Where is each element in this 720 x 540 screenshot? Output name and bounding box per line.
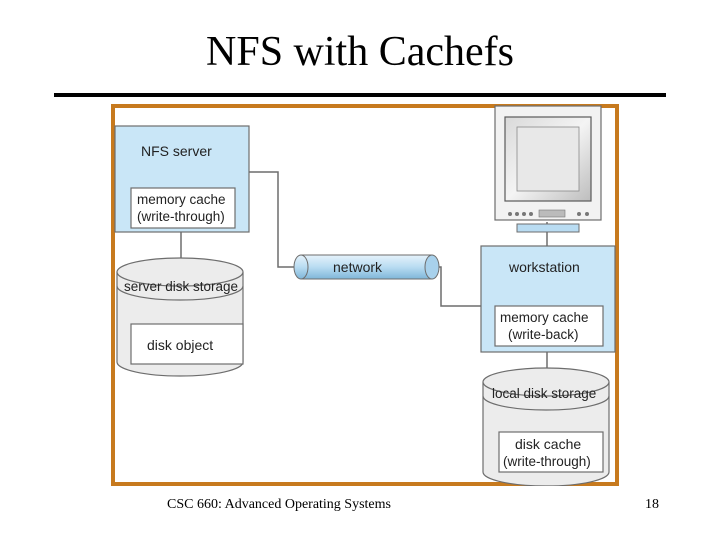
workstation-memory-cache-box (494, 305, 604, 347)
footer-course: CSC 660: Advanced Operating Systems (167, 497, 391, 512)
server-memory-cache-policy: (write-through) (137, 209, 225, 224)
server-disk-label: server disk storage (124, 279, 238, 294)
server-memory-cache-label: memory cache (137, 192, 226, 207)
server-memory-cache-box (130, 187, 236, 229)
nfs-server-label: NFS server (141, 143, 212, 159)
disk-cache-label: disk cache (515, 436, 581, 452)
workstation-label: workstation (508, 259, 580, 275)
disk-cache-policy: (write-through) (503, 454, 591, 469)
page-number: 18 (645, 497, 659, 512)
workstation-memory-cache-policy: (write-back) (508, 327, 579, 342)
network-label: network (333, 259, 383, 275)
slide-title: NFS with Cachefs (206, 29, 514, 75)
workstation-memory-cache-label: memory cache (500, 310, 589, 325)
disk-object-label: disk object (147, 337, 213, 353)
disk-cache-box (498, 431, 604, 473)
nfs-cachefs-diagram: NFS server memory cache (write-through) … (111, 104, 619, 486)
network-pipe (293, 254, 440, 280)
monitor-icon (494, 105, 602, 233)
local-disk-label: local disk storage (492, 386, 596, 401)
title-divider (54, 93, 666, 97)
disk-object-box (130, 323, 244, 365)
